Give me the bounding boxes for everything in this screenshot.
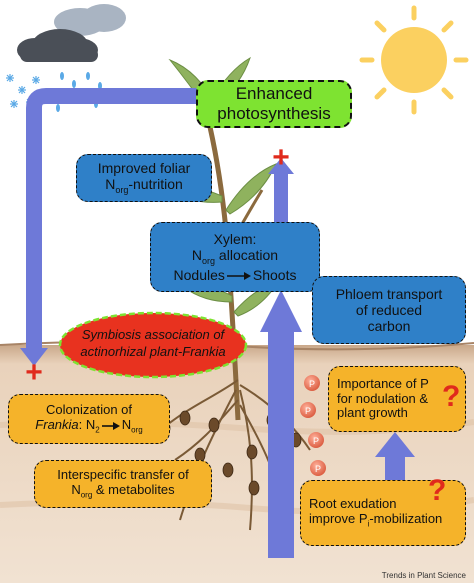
flow-arrow-up-xylem <box>268 158 294 222</box>
photosynthesis-line1: Enhanced <box>235 84 313 104</box>
colonization-line1: Colonization of <box>46 402 132 418</box>
phosphorus-ball: P <box>304 375 320 391</box>
phloem-line3: carbon <box>367 318 411 335</box>
interspecific-line2: Norg & metabolites <box>71 482 175 500</box>
xylem-line2: Norg allocation <box>191 247 279 267</box>
flow-arrow-up-small <box>375 432 415 481</box>
photosynthesis-box: Enhanced photosynthesis <box>196 80 352 128</box>
flow-arrow-up-large <box>260 290 302 558</box>
foliar-line2: Norg-nutrition <box>105 176 183 196</box>
svg-text:P: P <box>305 406 311 416</box>
flow-arrow-left <box>20 88 198 366</box>
sun-icon <box>359 5 469 115</box>
importance-line1: Importance of P <box>337 375 429 391</box>
phosphorus-ball: P <box>310 460 326 476</box>
phosphorus-ball: P <box>300 402 316 418</box>
foliar-nutrition-box: Improved foliar Norg-nutrition <box>76 154 212 202</box>
exudation-line2: improve Pi-mobilization <box>309 511 443 529</box>
plus-sign-xylem: + <box>272 141 290 174</box>
importance-line3: plant growth <box>337 405 408 421</box>
photosynthesis-line2: photosynthesis <box>217 104 331 123</box>
phloem-line2: of reduced <box>355 301 423 318</box>
plus-sign-colonization: + <box>25 356 43 389</box>
interspecific-transfer-box: Interspecific transfer of Norg & metabol… <box>34 460 212 508</box>
phosphorus-importance-box: Importance of P for nodulation & plant g… <box>328 366 466 432</box>
rain-cloud-icon <box>17 4 126 62</box>
svg-text:P: P <box>313 436 319 446</box>
phloem-box: Phloem transport of reduced carbon <box>312 276 466 344</box>
phloem-line1: Phloem transport <box>335 285 443 302</box>
journal-credit: Trends in Plant Science <box>381 571 466 580</box>
symbiosis-label-line1: Symbiosis association of <box>82 327 226 342</box>
svg-text:P: P <box>309 379 315 389</box>
svg-text:P: P <box>315 464 321 474</box>
question-mark-icon: ? <box>442 380 461 413</box>
symbiosis-label-line2: actinorhizal plant-Frankia <box>80 344 225 359</box>
symbiosis-ellipse <box>58 311 248 379</box>
arrow-right-icon <box>101 421 120 430</box>
question-mark-icon: ? <box>428 474 447 507</box>
exudation-line1: Root exudation <box>309 496 397 512</box>
root-exudation-box: Root exudation improve Pi-mobilization <box>300 480 466 546</box>
xylem-line1: Xylem: <box>213 231 257 248</box>
arrow-right-icon <box>226 271 251 280</box>
importance-line2: for nodulation & <box>337 390 429 406</box>
interspecific-line1: Interspecific transfer of <box>57 467 189 483</box>
phosphorus-ball: P <box>308 432 324 448</box>
foliar-line1: Improved foliar <box>97 160 191 177</box>
